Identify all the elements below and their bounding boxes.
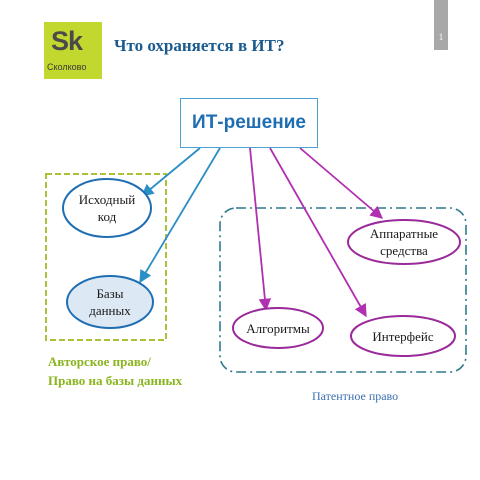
arrow-to-hardware xyxy=(299,147,383,219)
node-hardware-line1: Аппаратные xyxy=(369,226,439,241)
copyright-label-line1: Авторское право/ xyxy=(48,354,151,369)
arrow-to-algorithms xyxy=(249,147,272,312)
logo-text: Сколково xyxy=(47,62,87,72)
node-interface: Интерфейс xyxy=(372,328,434,344)
page-number: 1 xyxy=(438,32,444,42)
copyright-group-border xyxy=(45,173,167,341)
node-algorithms: Алгоритмы xyxy=(246,320,310,336)
page-number-bar xyxy=(434,0,448,50)
node-source-code-line2: код xyxy=(97,209,117,224)
node-source-code-shape xyxy=(62,178,152,238)
patent-group-border xyxy=(219,207,467,373)
node-hardware-line2: средства xyxy=(380,243,428,258)
node-root-it-solution: ИТ-решение xyxy=(180,98,318,148)
copyright-label-line2: Право на базы данных xyxy=(48,373,183,388)
page-title: Что охраняется в ИТ? xyxy=(114,36,285,55)
node-hardware-shape xyxy=(347,219,461,265)
patent-group-label: Патентное право xyxy=(312,389,399,403)
copyright-group-label: Авторское право/ Право на базы данных xyxy=(48,352,182,390)
node-databases-shape xyxy=(66,275,154,329)
node-databases-line1: Базы xyxy=(96,286,124,301)
arrow-to-interface xyxy=(269,147,367,318)
node-source-code-line1: Исходный xyxy=(78,192,136,207)
node-hardware: Аппаратные средства xyxy=(348,224,460,260)
arrow-to-source-code xyxy=(141,147,201,197)
skolkovo-logo: Sk Сколково xyxy=(44,22,102,79)
node-algorithms-shape xyxy=(232,307,324,349)
node-databases: Базы данных xyxy=(67,284,153,320)
node-databases-line2: данных xyxy=(89,303,131,318)
arrow-to-databases xyxy=(139,147,221,284)
logo-mark: Sk xyxy=(51,26,83,56)
node-interface-shape xyxy=(350,315,456,357)
node-source-code: Исходный код xyxy=(63,190,151,226)
